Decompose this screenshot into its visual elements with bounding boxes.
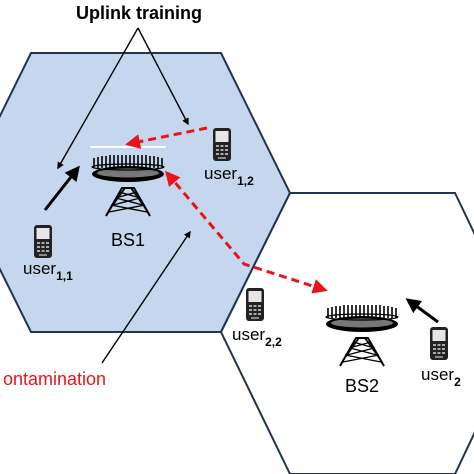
user-1-1-label: user1,1 [23,259,73,283]
bs2-label: BS2 [345,376,379,396]
user-1-2-label: user1,2 [204,164,254,188]
user-1-2-phone-icon [213,128,231,161]
uplink-training-label: Uplink training [76,3,202,23]
user-2-2-phone-icon [246,288,264,321]
user-2-2-label: user2,2 [232,325,282,349]
contamination-arrow-bs1-bs2 [165,170,328,294]
uplink-training-pointer-left [57,27,139,170]
bs1-label: BS1 [111,230,145,250]
user-1-1-subscript: 1,1 [56,269,73,283]
uplink-arrow-user-2-1 [405,298,439,324]
user-1-1-phone-icon [34,225,52,258]
pilot-contamination-label: ontamination [3,369,106,389]
uplink-training-pointer-right [137,27,189,126]
user-2-2-subscript: 2,2 [265,335,282,349]
uplink-arrow-user-1-1 [43,165,80,211]
user-2-1-phone-icon [430,327,448,360]
contamination-arrow-user-1-2 [125,126,208,149]
user-2-1-subscript: 2 [454,375,461,389]
user-1-2-subscript: 1,2 [237,174,254,188]
user-2-1-label: user2 [421,365,461,389]
